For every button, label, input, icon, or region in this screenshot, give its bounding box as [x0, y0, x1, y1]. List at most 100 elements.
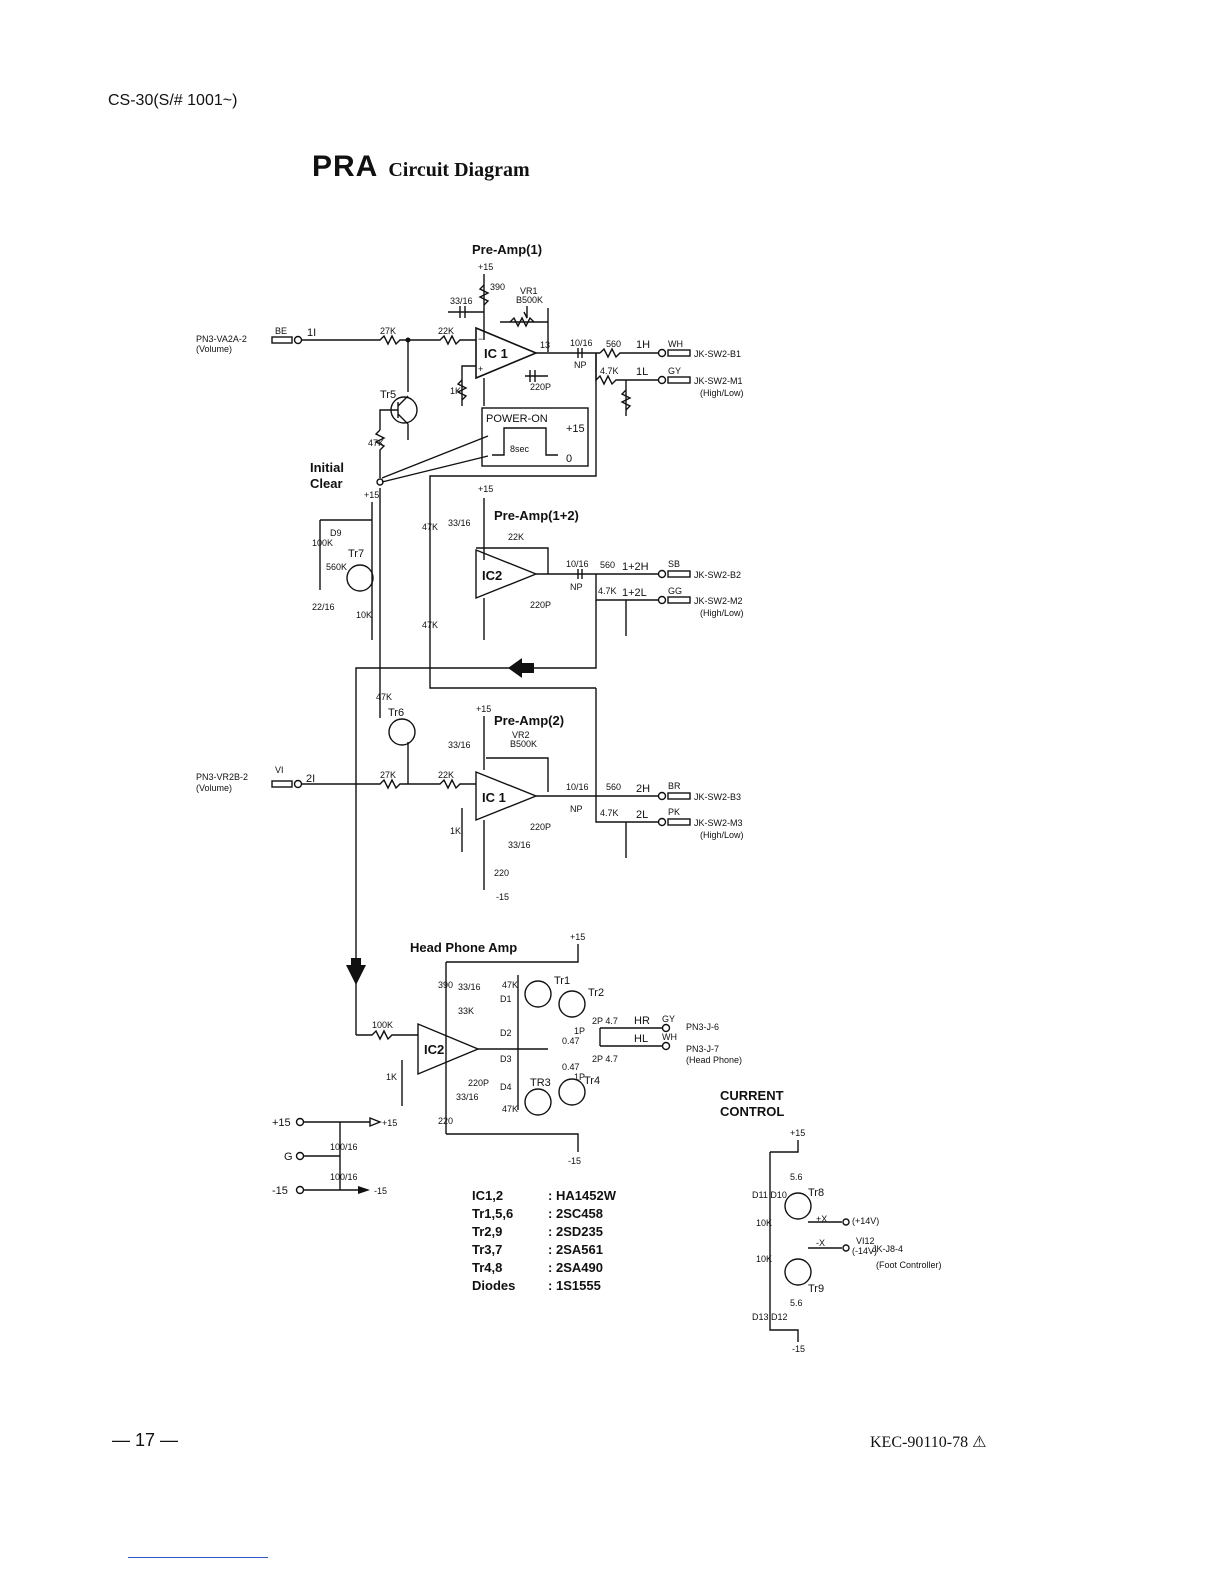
- wire-1l-color: GY: [668, 366, 681, 376]
- label-preamp2: Pre-Amp(2): [494, 713, 564, 728]
- label-r390: 390: [490, 282, 505, 292]
- label-r220-hp: 220: [438, 1116, 453, 1126]
- label-r10k-cc2: 10K: [756, 1254, 772, 1264]
- label-r560k: 560K: [326, 562, 347, 572]
- label-c10-b: 10/16: [566, 559, 589, 569]
- model-header: CS-30(S/# 1001~): [108, 92, 238, 109]
- shield-in2: [271, 780, 293, 788]
- label-ic1-b: IC 1: [482, 790, 506, 805]
- arrow-minus: [358, 1186, 370, 1194]
- shield-in1: [271, 336, 293, 344]
- transistor-tr6: [388, 718, 416, 746]
- wire-in2: VI: [275, 765, 284, 775]
- label-tr4: Tr4: [584, 1075, 600, 1087]
- connector-in1: PN3-VA2A-2: [196, 334, 247, 344]
- node-2l: 2L: [636, 809, 648, 821]
- terminal-minus-x: [842, 1244, 850, 1252]
- opamp-ic1-b: [475, 770, 538, 822]
- label-plus-v: (+14V): [852, 1216, 879, 1226]
- label-ic2-b: IC2: [424, 1042, 444, 1057]
- wire-1h-color: WH: [668, 339, 683, 349]
- label-r47k-b: 47K: [422, 522, 438, 532]
- label-plus15-b: +15: [478, 484, 493, 494]
- label-c33: 33/16: [450, 296, 473, 306]
- arrow-plus: [369, 1116, 382, 1128]
- label-preamp12: Pre-Amp(1+2): [494, 508, 579, 523]
- transistor-tr8: [784, 1192, 812, 1220]
- label-r47k-tr6: 47K: [376, 692, 392, 702]
- label-power-on-zero: 0: [566, 453, 572, 465]
- opamp-ic2-b: [417, 1022, 480, 1076]
- jack-1l-note: (High/Low): [700, 388, 744, 398]
- label-current: CURRENT: [720, 1088, 784, 1103]
- label-r2p47-b: 2P 4.7: [592, 1054, 618, 1064]
- jack-2h: JK-SW2-B3: [694, 792, 741, 802]
- label-power-minus-out: -15: [374, 1186, 387, 1196]
- label-c22: 22/16: [312, 602, 335, 612]
- terminal-in2: [293, 779, 303, 789]
- label-vr2-value: B500K: [510, 739, 537, 749]
- jack-12l: JK-SW2-M2: [694, 596, 743, 606]
- label-d3: D3: [500, 1054, 512, 1064]
- part-name: 1S1555: [556, 1278, 601, 1293]
- shield-1l: [667, 376, 691, 384]
- label-r33k: 33K: [458, 1006, 474, 1016]
- part-name: 2SC458: [556, 1206, 603, 1221]
- part-sep: :: [548, 1260, 552, 1275]
- label-minus15-cc: -15: [792, 1344, 805, 1354]
- transistor-tr4: [558, 1078, 586, 1106]
- shield-1h: [667, 349, 691, 357]
- wire: [595, 688, 627, 858]
- label-r2p47-a: 2P 4.7: [592, 1016, 618, 1026]
- wire-rail-plus: [446, 944, 579, 963]
- label-c10-1: 10/16: [570, 338, 593, 348]
- label-np-c: NP: [570, 804, 583, 814]
- jack-2l: JK-SW2-M3: [694, 818, 743, 828]
- part-ref: Tr4,8: [472, 1260, 502, 1275]
- wire-cc: [769, 1140, 799, 1342]
- terminal-gnd: [295, 1151, 305, 1161]
- wire-in1: BE: [275, 326, 287, 336]
- shield-12h: [667, 570, 691, 578]
- label-r47k-c: 47K: [422, 620, 438, 630]
- title-sub: Circuit Diagram: [388, 159, 530, 181]
- label-r47k2-c: 4.7K: [600, 808, 619, 818]
- wire-12l-color: GG: [668, 586, 682, 596]
- wire-hl-color: WH: [662, 1032, 677, 1042]
- part-ref: Diodes: [472, 1278, 515, 1293]
- label-minus-v: (-14V): [852, 1246, 877, 1256]
- capacitor-10: [577, 348, 583, 358]
- label-tr7: Tr7: [348, 548, 364, 560]
- label-c1p-b: 1P: [574, 1072, 585, 1082]
- arrow-down: [346, 958, 366, 985]
- terminal-in1: [293, 335, 303, 345]
- label-np-b: NP: [570, 582, 583, 592]
- label-c33-hp2: 33/16: [456, 1092, 479, 1102]
- label-c220p-1: 220P: [530, 382, 551, 392]
- jack-foot: JK-J8-4: [872, 1244, 903, 1254]
- jack-hr: PN3-J-6: [686, 1022, 719, 1032]
- label-plus15-tr7: +15: [364, 490, 379, 500]
- label-r100k-hp: 100K: [372, 1020, 393, 1030]
- label-tr3: TR3: [530, 1077, 551, 1089]
- node-12h: 1+2H: [622, 561, 649, 573]
- label-tr2: Tr2: [588, 987, 604, 999]
- wire: [320, 502, 373, 602]
- part-name: 2SA561: [556, 1242, 603, 1257]
- wire-2l-color: PK: [668, 807, 680, 817]
- label-r10k-tr7: 10K: [356, 610, 372, 620]
- part-name: HA1452W: [556, 1188, 617, 1203]
- wire-2l: [595, 796, 658, 823]
- resistor-1k: [456, 379, 468, 401]
- document-code: KEC-90110-78 ⚠: [870, 1434, 987, 1451]
- part-name: 2SD235: [556, 1224, 603, 1239]
- shield-2l: [667, 818, 691, 826]
- label-d10: D11 D10: [752, 1190, 787, 1200]
- node-vi12: VI12: [856, 1236, 875, 1246]
- wire: [476, 547, 549, 574]
- label-r1k-1: 1K: [450, 386, 461, 396]
- shield-12l: [667, 596, 691, 604]
- wire: [500, 308, 549, 352]
- label-minus15-b: -15: [568, 1156, 581, 1166]
